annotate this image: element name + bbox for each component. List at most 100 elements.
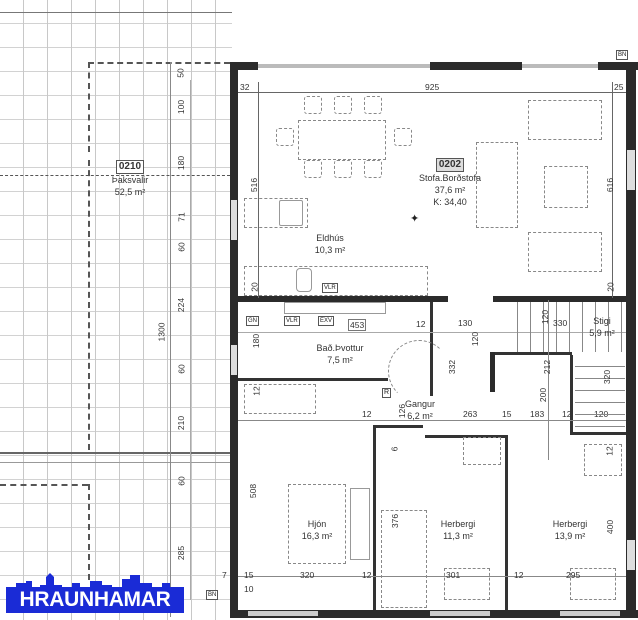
bed2-desk-lower bbox=[444, 568, 490, 600]
dim-label: 12 bbox=[514, 570, 524, 580]
bed3-wardrobe bbox=[584, 444, 622, 476]
dim-label: 32 bbox=[240, 82, 250, 92]
dim-label: 15 bbox=[244, 570, 254, 580]
dining-chair bbox=[304, 96, 322, 114]
dining-table bbox=[298, 120, 386, 160]
cooktop bbox=[279, 200, 303, 226]
r-tag: R bbox=[382, 388, 392, 398]
room-area: 11,3 m² bbox=[443, 531, 473, 541]
dim-label: 7 bbox=[222, 570, 227, 580]
vlr-tag: VLR bbox=[284, 316, 300, 326]
wall-bed1-bed2 bbox=[373, 425, 376, 610]
wall-bath-south bbox=[238, 378, 388, 381]
balcony-boundary-left-lower bbox=[88, 160, 90, 450]
wall-living-south bbox=[238, 296, 448, 302]
bed3-desk bbox=[570, 568, 616, 600]
dim-label: 285 bbox=[176, 545, 187, 561]
room-name: Stofa.Borðstofa bbox=[418, 173, 482, 183]
room-name: Hjón bbox=[307, 519, 327, 529]
logo-text: HRAUNHAMAR bbox=[19, 588, 171, 611]
dim-label: 301 bbox=[446, 570, 461, 580]
room-area: 7,5 m² bbox=[327, 355, 353, 365]
room-hallway: Gangur 6,2 m² bbox=[398, 398, 442, 422]
gn-tag: GN bbox=[246, 316, 259, 326]
wall-living-south-2 bbox=[493, 296, 628, 302]
dim-label: 183 bbox=[530, 409, 545, 419]
window-north-2 bbox=[522, 64, 598, 68]
exv-tag: EXV bbox=[318, 316, 335, 326]
dim-label: 6 bbox=[389, 446, 400, 452]
dim-label: 320 bbox=[602, 369, 613, 385]
sofa bbox=[476, 142, 518, 228]
dining-chair bbox=[334, 160, 352, 178]
wall-north-3 bbox=[598, 62, 638, 70]
balcony-boundary-top bbox=[88, 62, 230, 64]
room-area: 37,6 m² bbox=[434, 185, 466, 195]
balcony-divider-2 bbox=[0, 462, 232, 463]
balcony-boundary-bottom bbox=[0, 484, 88, 486]
balcony-boundary-left-bottom bbox=[88, 484, 90, 580]
window-west-2 bbox=[231, 345, 237, 375]
balcony-grid bbox=[0, 0, 232, 620]
armchair-sofa-top bbox=[528, 100, 602, 140]
balcony-divider bbox=[0, 452, 232, 454]
logo-band bbox=[6, 587, 184, 613]
dining-chair bbox=[364, 160, 382, 178]
room-area: 16,3 m² bbox=[301, 531, 333, 541]
bn-tag: BN bbox=[616, 50, 629, 60]
wall-bed2-north bbox=[373, 425, 423, 428]
dim-label: 295 bbox=[566, 570, 581, 580]
dining-chair bbox=[364, 96, 382, 114]
dim-label: 120 bbox=[470, 331, 481, 347]
wall-east bbox=[626, 62, 636, 618]
dim-line-bottom bbox=[238, 576, 626, 577]
dining-chair bbox=[304, 160, 322, 178]
room-area: 13,9 m² bbox=[554, 531, 586, 541]
room-name: Herbergi bbox=[552, 519, 588, 529]
window-east-1 bbox=[627, 150, 635, 190]
dim-label: 263 bbox=[463, 409, 478, 419]
dim-label: 12 bbox=[416, 319, 426, 329]
skyline-icon bbox=[6, 573, 184, 591]
room-name: Stigi bbox=[593, 316, 611, 326]
room-name: Þaksvalir bbox=[111, 175, 149, 185]
dim-label: 120 bbox=[540, 309, 551, 325]
dim-line-stair bbox=[548, 300, 549, 460]
room-code: 0202 bbox=[435, 158, 465, 172]
wall-west bbox=[230, 62, 238, 618]
dim-label: 12 bbox=[362, 570, 372, 580]
room-bedroom-2: Herbergi 11,3 m² bbox=[428, 518, 488, 542]
room-living: 0202 Stofa.Borðstofa 37,6 m² K: 34,40 bbox=[400, 158, 500, 208]
dim-label: 130 bbox=[458, 318, 473, 328]
room-name: Herbergi bbox=[440, 519, 476, 529]
dim-label: 508 bbox=[248, 483, 259, 499]
dim-line-bath bbox=[238, 332, 626, 333]
room-balcony: 0210 Þaksvalir 52,5 m² bbox=[100, 160, 160, 198]
dim-label: 616 bbox=[605, 177, 616, 193]
dim-label: 180 bbox=[251, 333, 262, 349]
room-bathroom: Bað.Þvottur 7,5 m² bbox=[300, 342, 380, 366]
dim-label: 330 bbox=[553, 318, 568, 328]
single-bed bbox=[381, 510, 427, 608]
dim-label: 60 bbox=[176, 364, 187, 374]
dim-label: 180 bbox=[176, 155, 187, 171]
dim-label: 925 bbox=[425, 82, 440, 92]
vlr-tag: VLR bbox=[322, 283, 338, 293]
room-area: 6,2 m² bbox=[407, 411, 433, 421]
dim-label: 376 bbox=[390, 513, 401, 529]
window-west-1 bbox=[231, 200, 237, 240]
room-area: 10,3 m² bbox=[314, 245, 346, 255]
dim-line-left bbox=[258, 82, 259, 298]
kitchen-counter bbox=[244, 266, 428, 296]
dim-label: 50 bbox=[175, 68, 186, 78]
dim-label: 200 bbox=[538, 387, 549, 403]
dim-label: 100 bbox=[176, 99, 187, 115]
bn-tag: BN bbox=[206, 590, 219, 600]
bath-door-swing bbox=[388, 340, 450, 402]
wall-stair-core-top bbox=[490, 352, 572, 355]
wall-bed2-bed3 bbox=[505, 435, 508, 610]
window-south-1 bbox=[248, 611, 318, 616]
dim-label: 516 bbox=[249, 177, 260, 193]
dim-line-top bbox=[238, 92, 626, 93]
room-area: 52,5 m² bbox=[114, 187, 146, 197]
